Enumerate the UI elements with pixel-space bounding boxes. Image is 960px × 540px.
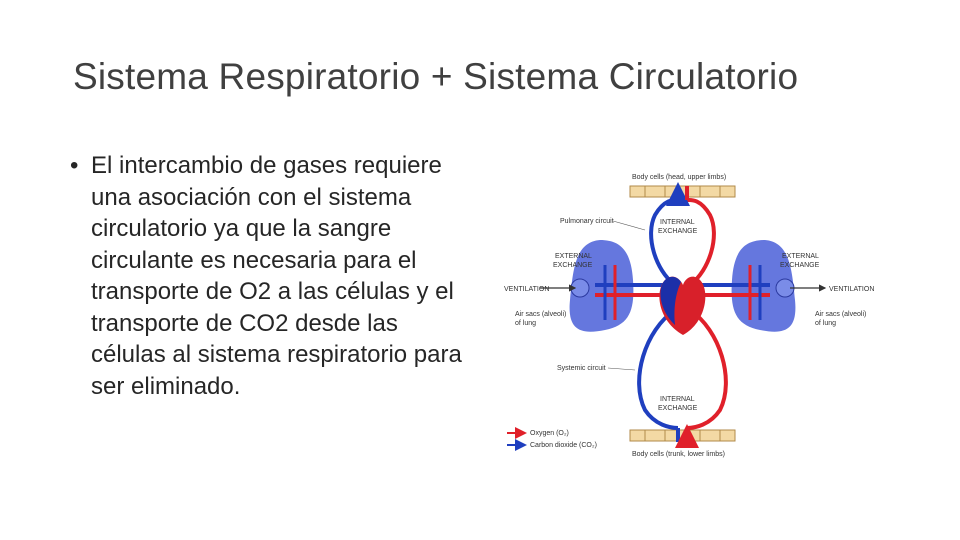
systemic-circuit-label: Systemic circuit (557, 365, 606, 372)
external-exchange-right-label-1: EXTERNAL (782, 253, 819, 260)
bullet-text: El intercambio de gases requiere una aso… (91, 152, 462, 400)
air-sacs-right-label-1: Air sacs (alveoli) (815, 311, 866, 318)
legend-co2-label: Carbon dioxide (CO₂) (530, 442, 597, 449)
external-exchange-right-label-2: EXCHANGE (780, 262, 820, 269)
external-exchange-left-label-2: EXCHANGE (553, 262, 593, 269)
pulmonary-vessels (595, 265, 770, 320)
legend-oxygen-label: Oxygen (O₂) (530, 430, 569, 437)
external-exchange-left-label-1: EXTERNAL (555, 253, 592, 260)
ventilation-right-label: VENTILATION (829, 286, 874, 293)
legend: Oxygen (O₂) Carbon dioxide (CO₂) (507, 427, 597, 451)
body-cells-bottom (629, 429, 736, 442)
pulmonary-circuit-label: Pulmonary circuit (560, 218, 614, 225)
body-cells-bottom-label: Body cells (trunk, lower limbs) (632, 451, 725, 458)
heart (659, 276, 706, 335)
body-cells-top-label: Body cells (head, upper limbs) (632, 174, 726, 181)
internal-exchange-bottom-label-1: INTERNAL (660, 396, 695, 403)
air-sacs-right-label-2: of lung (815, 320, 836, 327)
air-sacs-left-label-2: of lung (515, 320, 536, 327)
internal-exchange-top-label-1: INTERNAL (660, 219, 695, 226)
slide-title: Sistema Respiratorio + Sistema Circulato… (73, 56, 799, 97)
ventilation-left-label: VENTILATION (504, 286, 549, 293)
bullet-list: • El intercambio de gases requiere una a… (70, 150, 470, 402)
systemic-loop (637, 182, 728, 448)
body-cells-top (629, 185, 736, 198)
pulmonary-circuit-leader (612, 220, 646, 231)
systemic-circuit-leader (607, 367, 636, 371)
internal-exchange-bottom-label-2: EXCHANGE (658, 405, 698, 412)
bullet-item: • El intercambio de gases requiere una a… (70, 150, 470, 402)
bullet-marker: • (70, 152, 79, 179)
internal-exchange-top-label-2: EXCHANGE (658, 228, 698, 235)
air-sacs-left-label-1: Air sacs (alveoli) (515, 311, 566, 318)
respiratory-circulatory-diagram: Body cells (head, upper limbs) Body cell… (504, 174, 874, 458)
